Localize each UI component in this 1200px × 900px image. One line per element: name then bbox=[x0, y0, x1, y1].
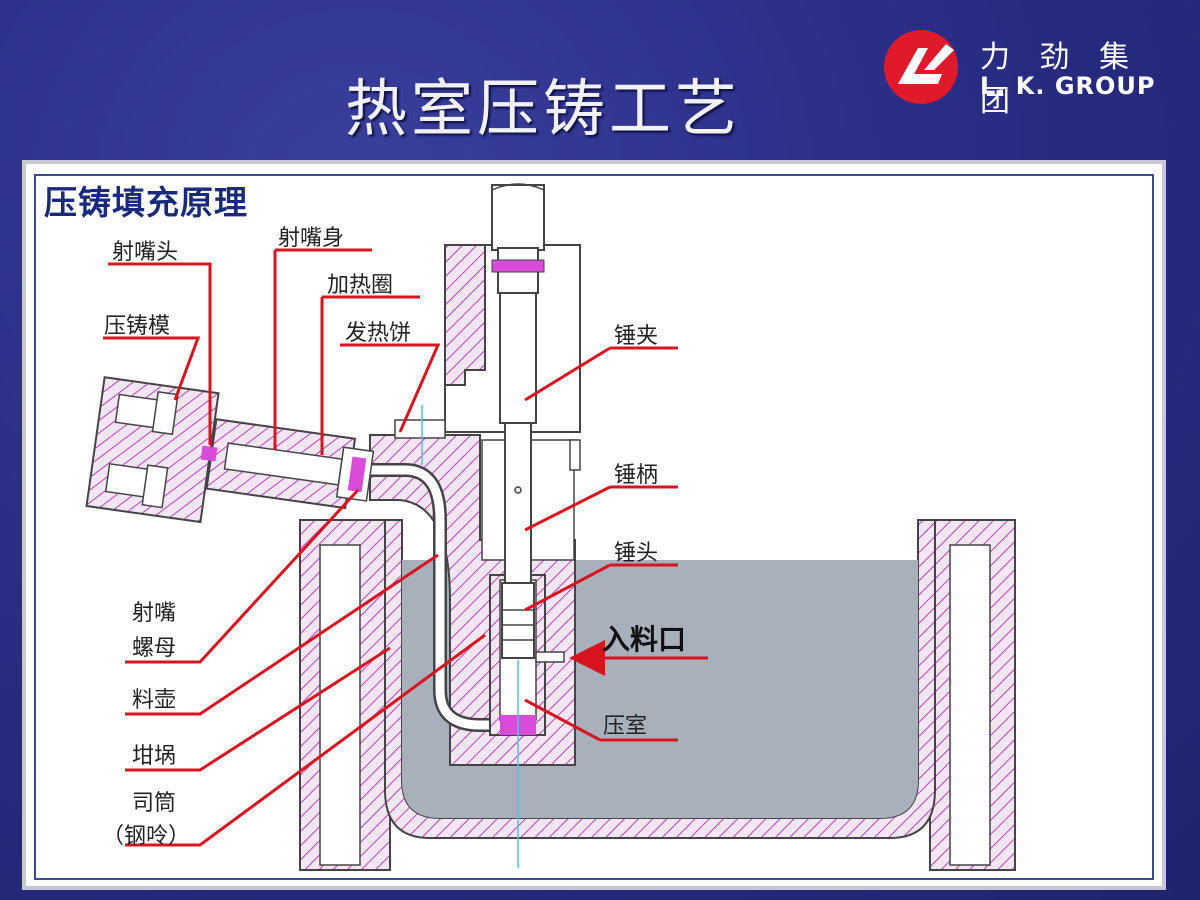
label-plunger-clamp: 锤夹 bbox=[614, 324, 659, 349]
label-heater-plate: 发热饼 bbox=[345, 321, 412, 346]
label-gooseneck: 料壶 bbox=[132, 688, 177, 713]
label-sleeve-line2: （钢呤） bbox=[102, 824, 191, 849]
label-nozzle-body: 射嘴身 bbox=[278, 226, 345, 251]
callout-lines bbox=[103, 248, 678, 847]
logo-chinese-name: 力 劲 集 团 bbox=[980, 40, 1140, 119]
lk-logo-icon bbox=[884, 30, 958, 104]
label-nozzle-nut-line1: 射嘴 bbox=[132, 601, 177, 626]
crucible-furnace bbox=[299, 519, 1016, 871]
label-crucible: 坩埚 bbox=[132, 744, 177, 769]
label-plunger-rod: 锤柄 bbox=[614, 463, 659, 488]
diagram-frame bbox=[34, 174, 1154, 880]
label-die: 压铸模 bbox=[104, 314, 171, 339]
label-nozzle-tip: 射嘴头 bbox=[112, 240, 179, 265]
label-sleeve-line1: 司筒 bbox=[132, 791, 177, 816]
nozzle-assembly bbox=[200, 418, 375, 510]
slide-title: 热室压铸工艺 bbox=[345, 72, 742, 145]
label-plunger-head: 锤头 bbox=[614, 541, 659, 566]
plunger bbox=[491, 183, 545, 659]
label-heater-ring: 加热圈 bbox=[327, 273, 394, 298]
label-inlet: 入料口 bbox=[602, 623, 687, 656]
label-chamber: 压室 bbox=[603, 714, 648, 739]
die-mold bbox=[85, 376, 220, 524]
logo-english-name: L. K. GROUP bbox=[980, 72, 1156, 100]
label-nozzle-nut-line2: 螺母 bbox=[132, 636, 177, 661]
company-logo: 力 劲 集 团 L. K. GROUP bbox=[880, 28, 1180, 119]
diagram-title: 压铸填充原理 bbox=[44, 183, 248, 222]
